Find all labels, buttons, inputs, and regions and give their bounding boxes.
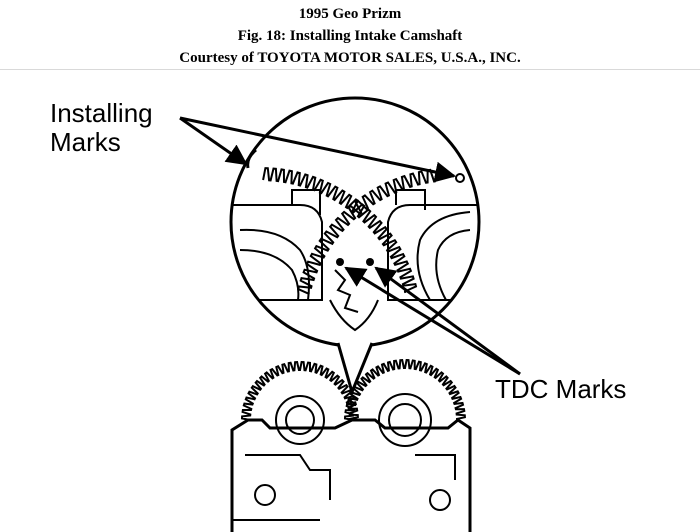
camshaft-diagram: Installing Marks TDC Marks xyxy=(50,96,626,532)
magnified-left-gear xyxy=(262,167,418,294)
header-vehicle: 1995 Geo Prizm xyxy=(298,6,402,22)
header-credit: Courtesy of TOYOTA MOTOR SALES, U.S.A., … xyxy=(179,50,521,66)
exhaust-camshaft-gear xyxy=(343,358,466,421)
header-figure-title: Fig. 18: Installing Intake Camshaft xyxy=(237,28,463,44)
label-tdc-marks: TDC Marks xyxy=(495,374,626,404)
tdc-marks-callout: TDC Marks xyxy=(344,266,626,404)
header-divider xyxy=(0,69,700,70)
installing-marks-callout: Installing Marks xyxy=(50,98,457,183)
cylinder-head xyxy=(230,418,472,532)
label-installing-line1: Installing xyxy=(50,98,153,128)
intake-camshaft-gear xyxy=(240,360,359,421)
label-installing-line2: Marks xyxy=(50,127,121,157)
figure-header: 1995 Geo Prizm Fig. 18: Installing Intak… xyxy=(0,0,700,70)
magnified-right-gear xyxy=(297,168,436,296)
magnified-view xyxy=(229,96,481,348)
camshaft-assembly xyxy=(230,358,472,532)
